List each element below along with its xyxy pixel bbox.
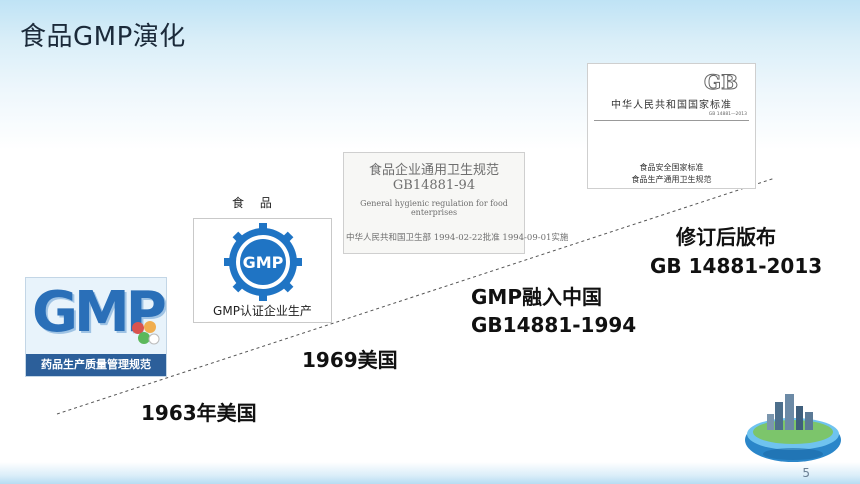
globe-city-icon [745, 394, 841, 462]
gmp-pharma-logo: GMP 药品生产质量管理规范 [25, 277, 167, 377]
doc2013-subtitle1: 食品安全国家标准 [639, 163, 704, 172]
milestone-1994-code: GB14881-1994 [471, 313, 637, 337]
milestone-1963: 1963年美国 [141, 401, 257, 425]
gmp-cert-logo: GMP GMP认证企业生产 [193, 218, 332, 323]
food-label: 食 品 [232, 196, 278, 210]
doc2013-subtitle2: 食品生产通用卫生规范 [631, 175, 712, 184]
doc2013-header: 中华人民共和国国家标准 [611, 100, 732, 111]
gmp-logo-band: 药品生产质量管理规范 [26, 354, 166, 376]
bottom-band [0, 462, 860, 484]
doc-gb14881-1994: 食品企业通用卫生规范 GB14881-94 General hygienic r… [343, 152, 569, 254]
gmp-cert-caption: GMP认证企业生产 [213, 304, 312, 318]
pill-cluster-icon [132, 321, 160, 345]
gb-mark: GB [704, 70, 739, 95]
milestone-1994-label: GMP融入中国 [471, 285, 602, 309]
doc1994-english: General hygienic regulation for food ent… [360, 199, 508, 217]
milestone-2013-code: GB 14881-2013 [650, 254, 823, 278]
doc-gb14881-2013: GB 中华人民共和国国家标准 GB 14881—2013 食品安全国家标准 食品… [587, 63, 756, 189]
doc1994-title: 食品企业通用卫生规范 GB14881-94 [368, 163, 499, 193]
gmp-badge-text: GMP [243, 253, 284, 272]
page-number: 5 [802, 466, 810, 480]
slide-title: 食品GMP演化 [20, 22, 186, 52]
gmp-gear-badge-icon: GMP [224, 223, 302, 301]
doc1994-footer: 中华人民共和国卫生部 1994-02-22批准 1994-09-01实施 [346, 233, 569, 243]
milestone-2013-label: 修订后版布 [676, 225, 776, 249]
milestone-1969: 1969美国 [302, 348, 398, 372]
doc2013-rule [594, 120, 749, 121]
doc2013-number: GB 14881—2013 [708, 112, 747, 117]
